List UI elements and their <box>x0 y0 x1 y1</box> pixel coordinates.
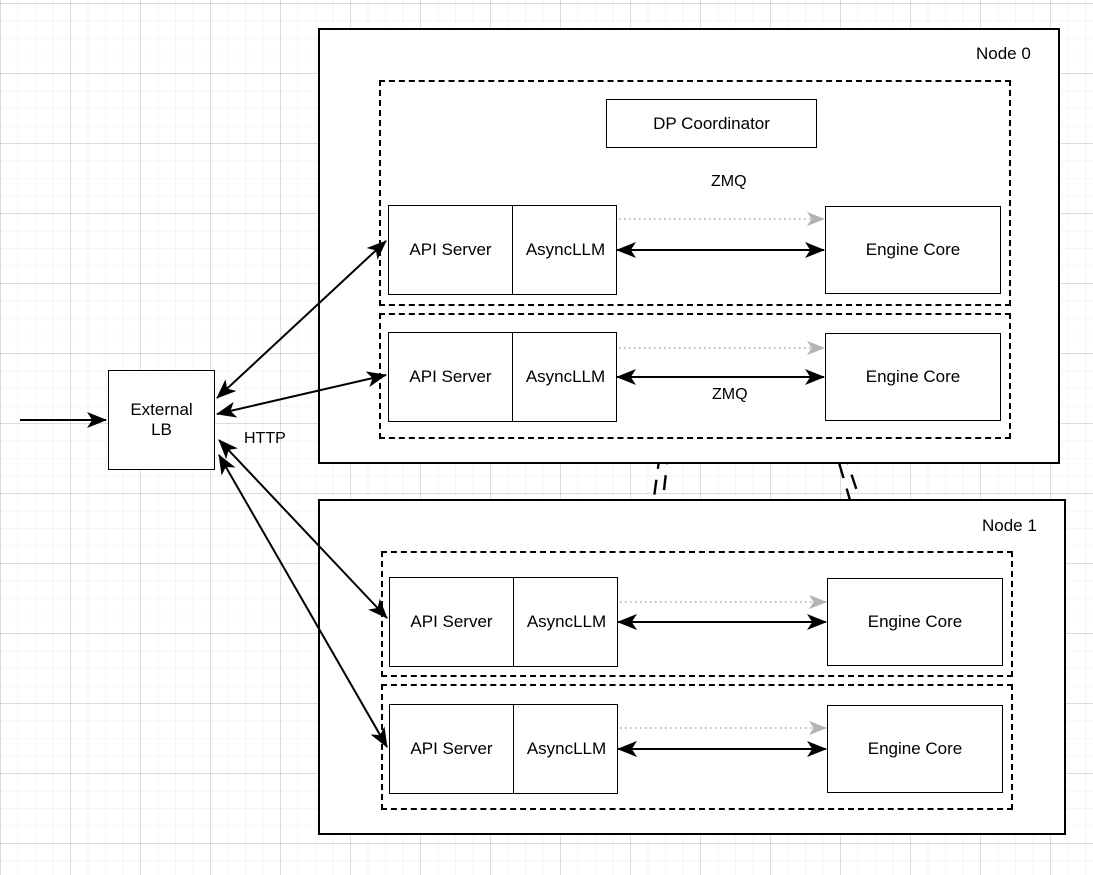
api-server-label: API Server <box>409 367 492 386</box>
engine-core-label: Engine Core <box>867 612 963 631</box>
api-server-label: API Server <box>410 612 493 631</box>
async-llm-label: AsyncLLM <box>525 240 606 259</box>
engine-core-label: Engine Core <box>865 240 961 259</box>
external-lb-label-line-1: External <box>130 400 193 419</box>
external-lb-label-line-2: LB <box>151 420 172 439</box>
node-1-rank-0-api-server[interactable]: API Server <box>390 578 514 666</box>
node-0-rank-0-engine-core[interactable]: Engine Core <box>825 206 1001 294</box>
node-1-rank-1-engine-core[interactable]: Engine Core <box>827 705 1003 793</box>
node-0-rank-1-engine-core[interactable]: Engine Core <box>825 333 1001 421</box>
node-0-rank-1-api-server-box[interactable]: API Server AsyncLLM <box>388 332 617 422</box>
node-1-label: Node 1 <box>982 516 1037 535</box>
node-1-rank-1-api-server[interactable]: API Server <box>390 705 514 793</box>
engine-core-label: Engine Core <box>865 367 961 386</box>
dp-coordinator-box[interactable]: DP Coordinator <box>606 99 817 148</box>
node-0-rank-0-group <box>379 80 1011 306</box>
node-0-rank-1-async-llm[interactable]: AsyncLLM <box>513 333 618 421</box>
node-0-rank-1-api-server[interactable]: API Server <box>389 333 513 421</box>
node-1-rank-1-api-server-box[interactable]: API Server AsyncLLM <box>389 704 618 794</box>
async-llm-label: AsyncLLM <box>526 739 607 758</box>
async-llm-label: AsyncLLM <box>525 367 606 386</box>
engine-core-label: Engine Core <box>867 739 963 758</box>
external-lb-box[interactable]: External LB <box>108 370 215 470</box>
node-1-rank-1-async-llm[interactable]: AsyncLLM <box>514 705 619 793</box>
async-llm-label: AsyncLLM <box>526 612 607 631</box>
node-1-rank-0-api-server-box[interactable]: API Server AsyncLLM <box>389 577 618 667</box>
dp-coordinator-label: DP Coordinator <box>653 113 770 133</box>
node-0-coordinator-zmq-label: ZMQ <box>711 173 747 190</box>
node-0-rank-0-api-server-box[interactable]: API Server AsyncLLM <box>388 205 617 295</box>
api-server-label: API Server <box>410 739 493 758</box>
http-label: HTTP <box>244 430 286 447</box>
node-0-rank-0-async-llm[interactable]: AsyncLLM <box>513 206 618 294</box>
api-server-label: API Server <box>409 240 492 259</box>
node-1-rank-0-async-llm[interactable]: AsyncLLM <box>514 578 619 666</box>
node-0-rank-0-api-server[interactable]: API Server <box>389 206 513 294</box>
node-0-rank-1-zmq-label: ZMQ <box>712 386 748 403</box>
node-0-label: Node 0 <box>976 44 1031 63</box>
node-1-rank-0-engine-core[interactable]: Engine Core <box>827 578 1003 666</box>
